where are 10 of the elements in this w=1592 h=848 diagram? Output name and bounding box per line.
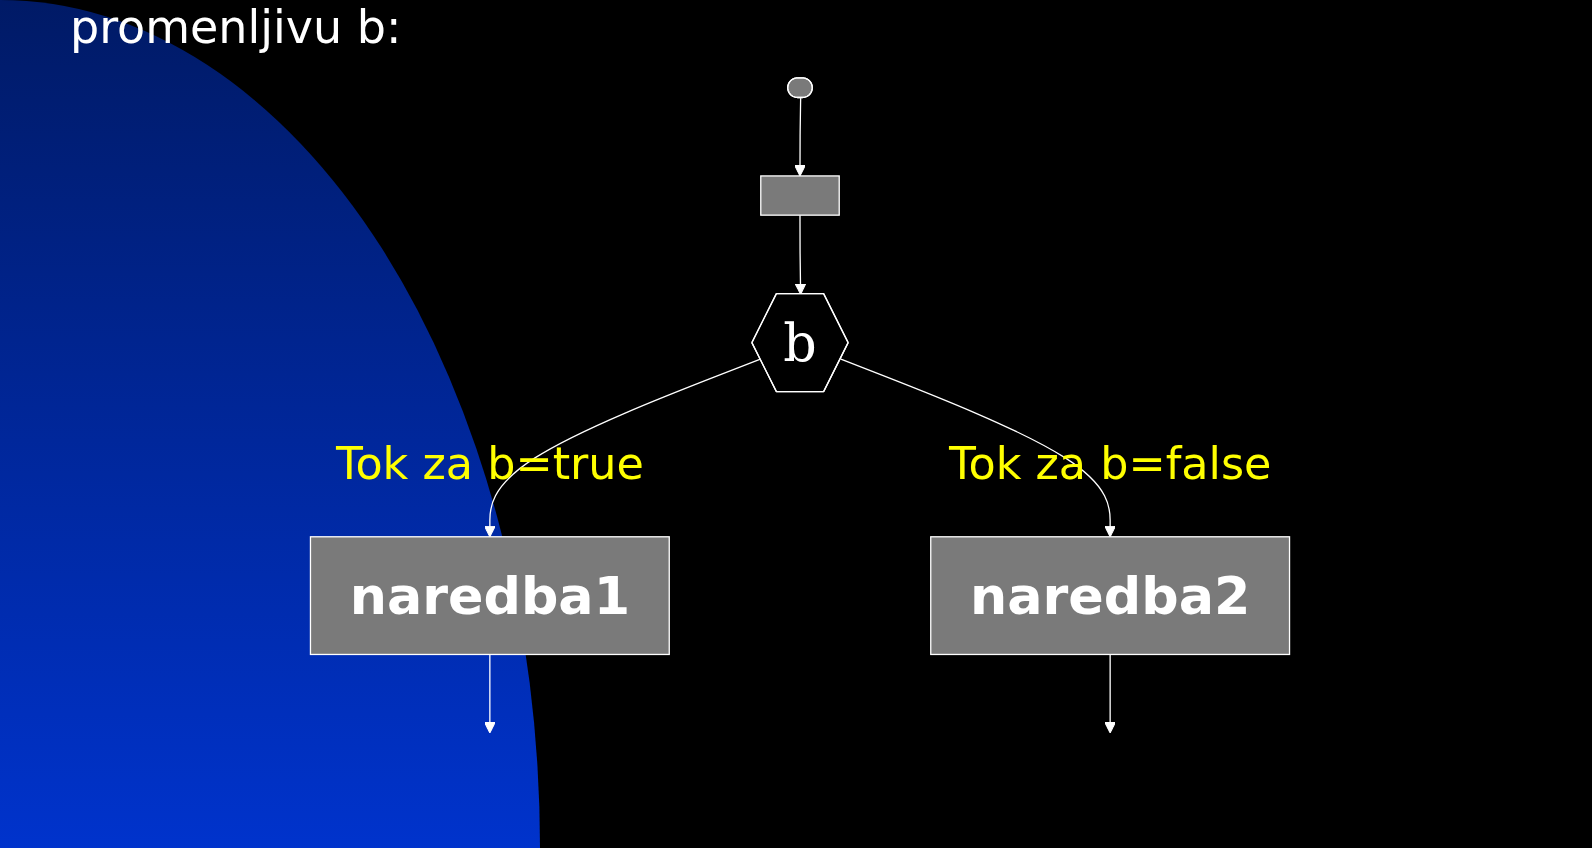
edge-label: Tok za b=false bbox=[948, 437, 1272, 490]
node-box: naredba2 bbox=[930, 536, 1291, 656]
node-box bbox=[760, 175, 840, 216]
arrow bbox=[794, 97, 806, 177]
note-text: promenljivu b: bbox=[70, 0, 402, 54]
arrow bbox=[840, 358, 1116, 538]
arrow bbox=[1104, 653, 1116, 734]
arrow bbox=[794, 214, 807, 295]
node-box: naredba1 bbox=[309, 536, 670, 656]
arrow bbox=[484, 653, 496, 734]
